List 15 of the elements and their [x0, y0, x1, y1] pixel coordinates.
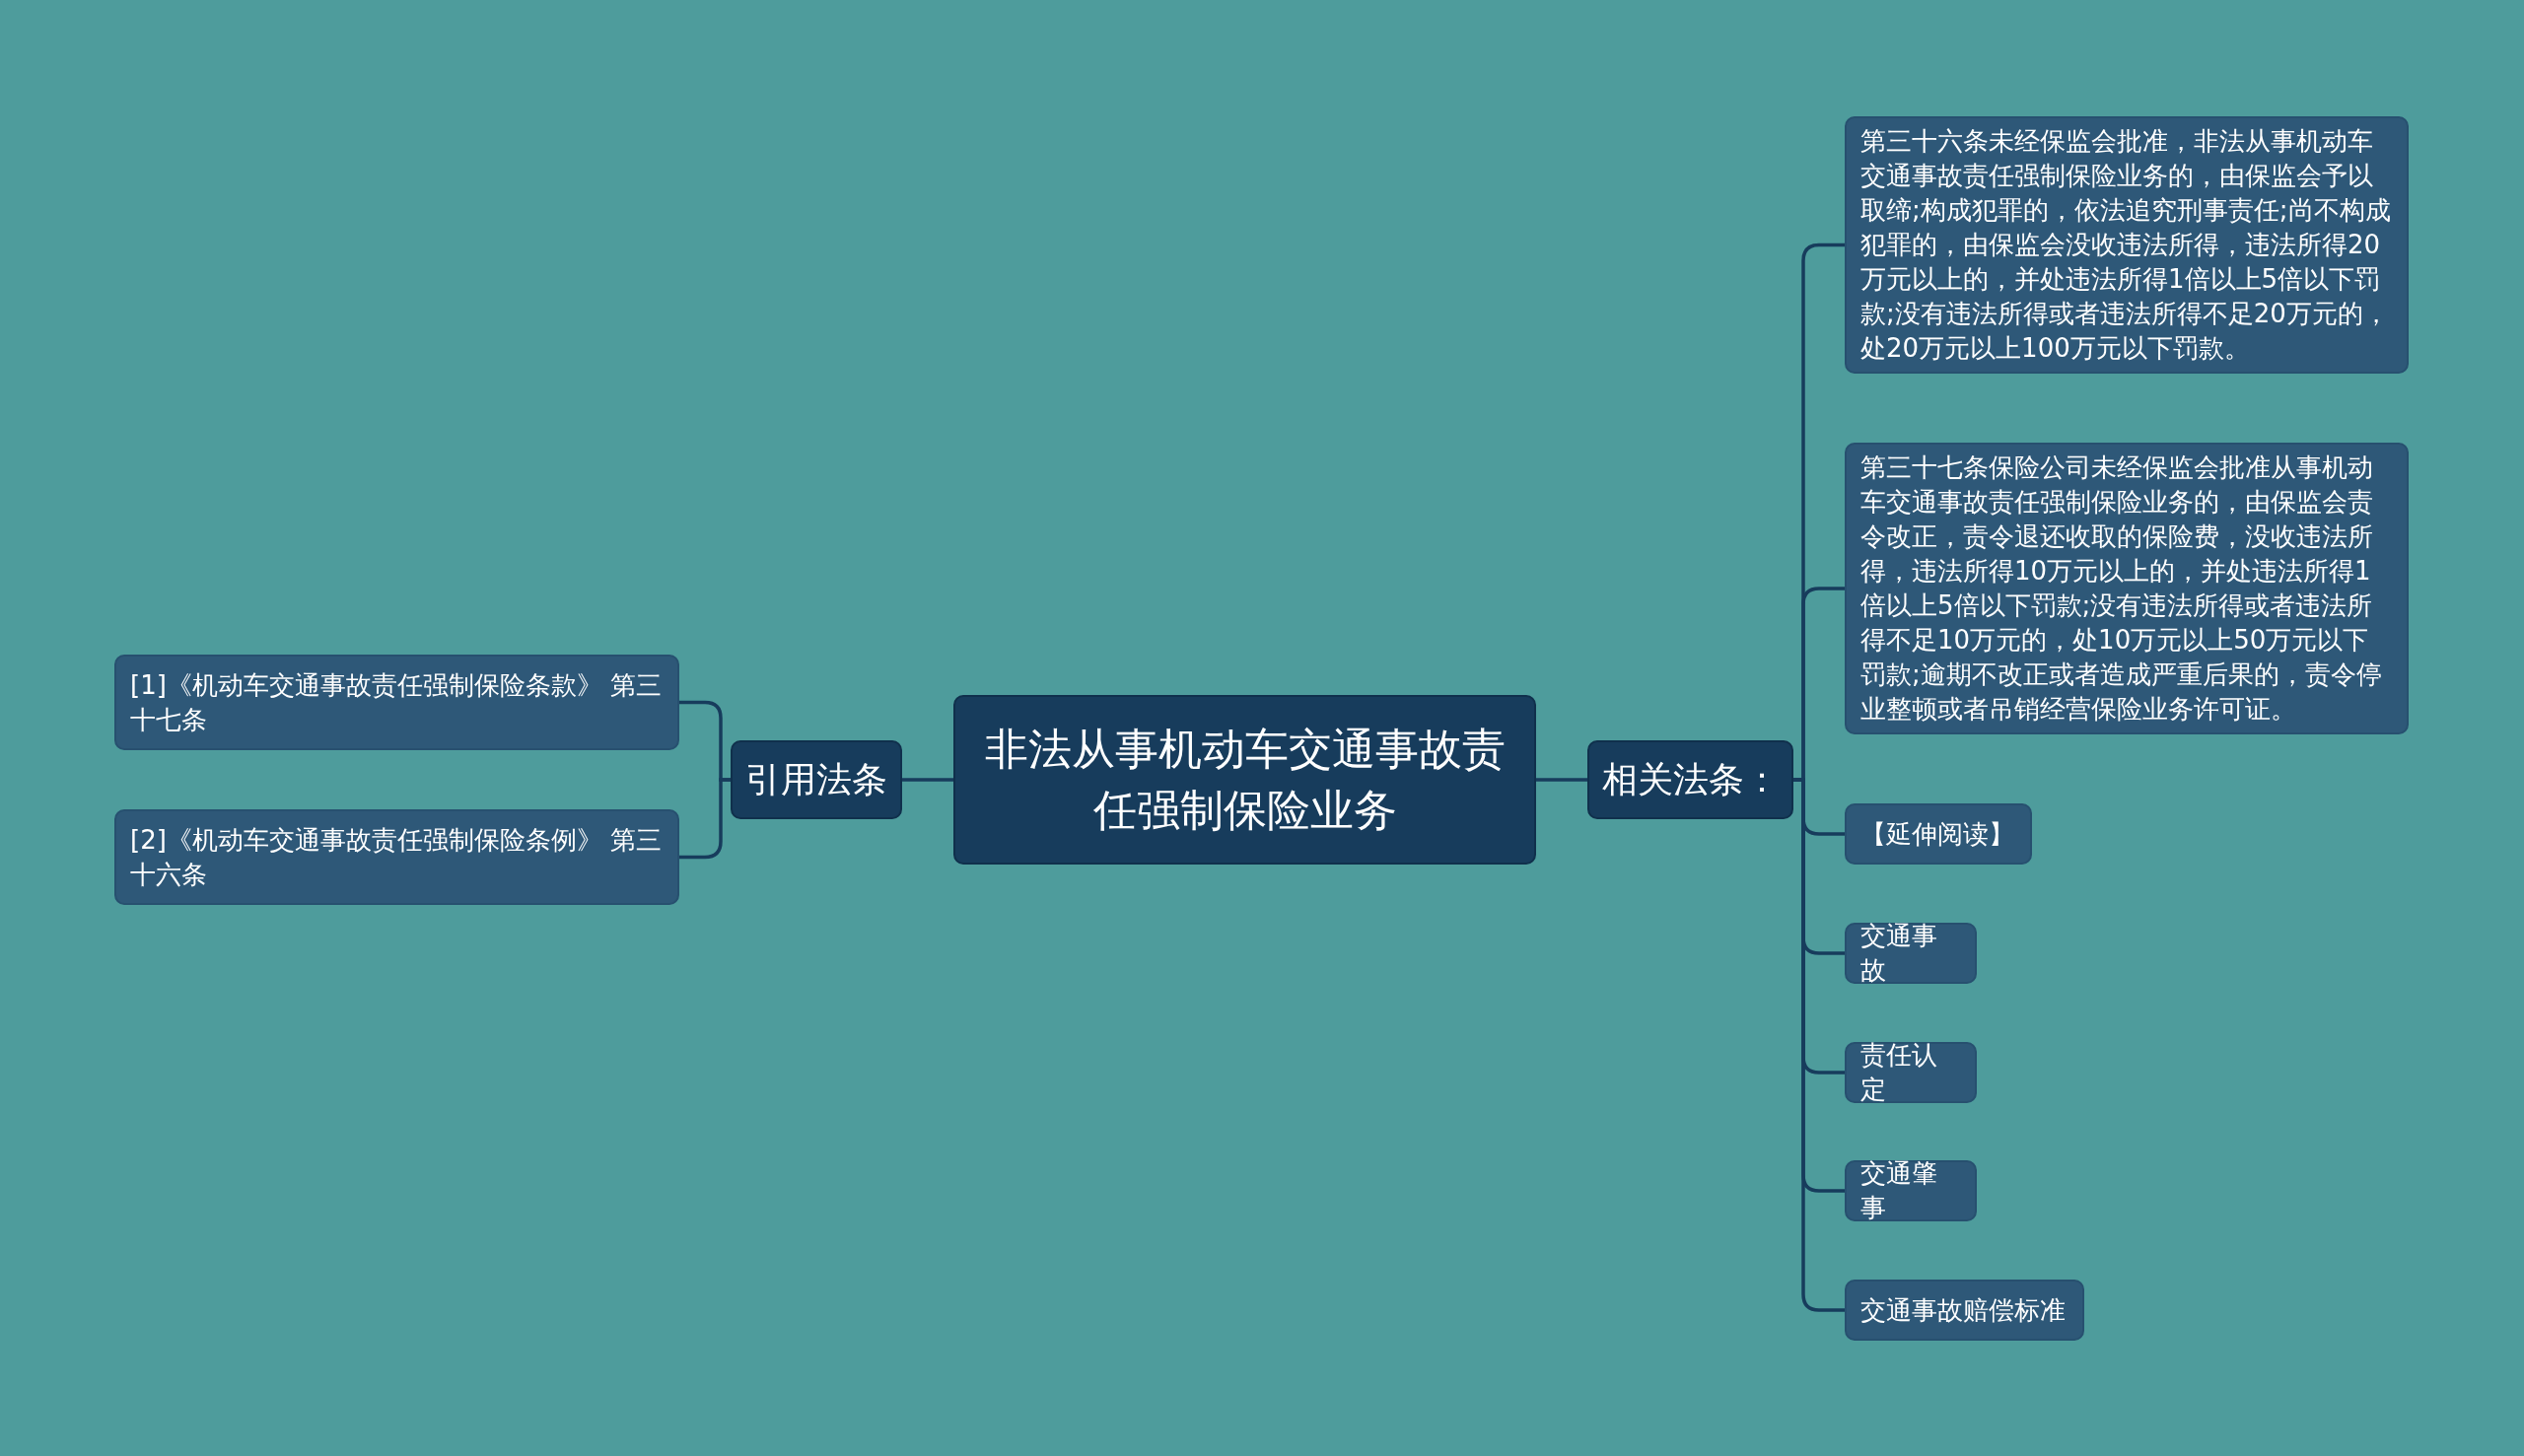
subtopic-box: [1]《机动车交通事故责任强制保险条款》 第三十七条	[114, 655, 679, 750]
subtopic-box: 责任认定	[1845, 1042, 1977, 1103]
branch-topic: 引用法条	[731, 740, 902, 819]
subtopic-box: 交通事故赔偿标准	[1845, 1280, 2084, 1341]
subtopic-box: 【延伸阅读】	[1845, 803, 2032, 865]
subtopic-box: 交通事故	[1845, 923, 1977, 984]
connector-line	[902, 778, 953, 782]
connector-line	[1536, 778, 1587, 782]
subtopic-box: 第三十七条保险公司未经保监会批准从事机动车交通事故责任强制保险业务的，由保监会责令改正，责令退还收取的保险费，没收违法所得，违法所得10万元以上的，并处违法所得1倍以上5倍以下罚款;没有违法所得或者违法所得不足10万元的，处10万元以上50万元以下罚款;逾期不改正或者造成严重后果的，责令停业整顿或者吊销经营保险业务许可证。	[1845, 443, 2409, 734]
subtopic-box: 第三十六条未经保监会批准，非法从事机动车交通事故责任强制保险业务的，由保监会予以取缔;构成犯罪的，依法追究刑事责任;尚不构成犯罪的，由保监会没收违法所得，违法所得20万元以上的，并处违法所得1倍以上5倍以下罚款;没有违法所得或者违法所得不足20万元的，处20万元以上100万元以下罚款。	[1845, 116, 2409, 374]
subtopic-box: 交通肇事	[1845, 1160, 1977, 1221]
central-topic: 非法从事机动车交通事故责任强制保险业务	[953, 695, 1536, 865]
connector-line	[679, 778, 731, 860]
subtopic-box: [2]《机动车交通事故责任强制保险条例》 第三十六条	[114, 809, 679, 905]
branch-topic: 相关法条：	[1587, 740, 1793, 819]
